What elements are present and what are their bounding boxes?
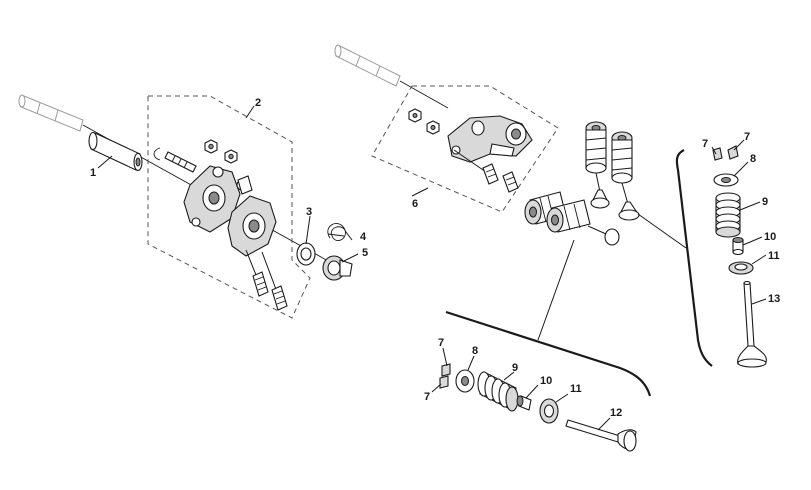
center-rocker-assembly [334,44,687,341]
valve-keeper-right-b [727,145,739,160]
valve-retainer-right [713,173,739,187]
adjuster-screw [164,151,197,173]
valve-spring-vertical-2 [611,131,640,221]
left-ghost-shaft [18,94,84,132]
right-valve-detail [675,145,767,368]
circlip [153,147,161,161]
callout-7-bottom-b: 7 [424,391,430,403]
callout-9-right: 9 [762,196,768,208]
callout-10-right: 10 [764,231,776,243]
valve-spring-right [715,192,741,238]
callout-4: 4 [360,231,367,243]
callout-7-bottom-a: 7 [438,337,444,349]
left-rocker-assembly [18,94,353,319]
callout-2: 2 [255,97,261,109]
spring-seat-right [728,261,754,275]
valve-right [737,280,767,368]
valve-keeper-right-a [712,147,723,161]
lock-nut-2 [224,149,238,164]
valve-retainer-bottom [455,369,475,393]
torsion-spring [327,223,353,241]
bottom-bracket-leader [537,239,575,341]
right-bracket-leader [637,213,687,249]
lock-nut-3 [408,108,422,123]
lock-nut-4 [426,120,440,135]
rocker-spring-3 [482,163,499,185]
rocker-shaft-tube [88,131,143,172]
valve-seal-right [732,237,744,256]
callout-8-right: 8 [750,153,756,165]
callout-11-right: 11 [768,250,780,262]
group-box-2 [147,95,311,319]
thrust-washer [296,242,316,266]
rocker-arm-1 [183,165,241,233]
callout-11-bottom: 11 [570,383,582,395]
bottom-bracket [445,310,652,397]
bottom-valve-detail [439,310,652,452]
callout-10-bottom: 10 [540,375,552,387]
right-bracket [675,149,713,367]
spring-collar [322,255,353,281]
valve-spring-horizontal-2 [546,199,591,233]
callout-7-right-a: 7 [702,138,708,150]
valve-spring-vertical-1 [585,121,610,209]
spring-seat-bottom [539,398,559,424]
callout-13: 13 [768,293,780,305]
callout-1: 1 [90,167,96,179]
callout-leaders [97,105,767,431]
rocker-spring-4 [502,171,519,193]
callout-6: 6 [412,198,418,210]
callout-labels: 1 2 3 4 5 6 7 7 8 9 10 11 13 7 7 8 9 10 … [90,97,780,419]
callout-5: 5 [362,247,368,259]
callout-12: 12 [610,407,622,419]
center-arm-stud [453,149,487,173]
valve-keeper-bottom-a [441,363,451,377]
valve-keeper-bottom-b [439,375,449,389]
group-box-6 [371,85,559,213]
rocker-spring-1 [245,249,269,297]
valve-stem-horizontal [587,225,620,246]
lock-nut-1 [204,139,218,154]
callout-3: 3 [306,206,312,218]
rocker-arm-2 [227,175,277,257]
center-axis-line [399,80,449,109]
valve-bottom [565,419,637,452]
valve-seal-bottom [516,395,532,411]
center-ghost-shaft [334,44,401,87]
rocker-arm-3 [447,115,533,163]
callout-9-bottom: 9 [512,362,518,374]
callout-7-right-b: 7 [744,131,750,143]
rocker-spring-2 [261,251,288,311]
callout-8-bottom: 8 [472,345,478,357]
valve-spring-bottom [477,371,519,412]
